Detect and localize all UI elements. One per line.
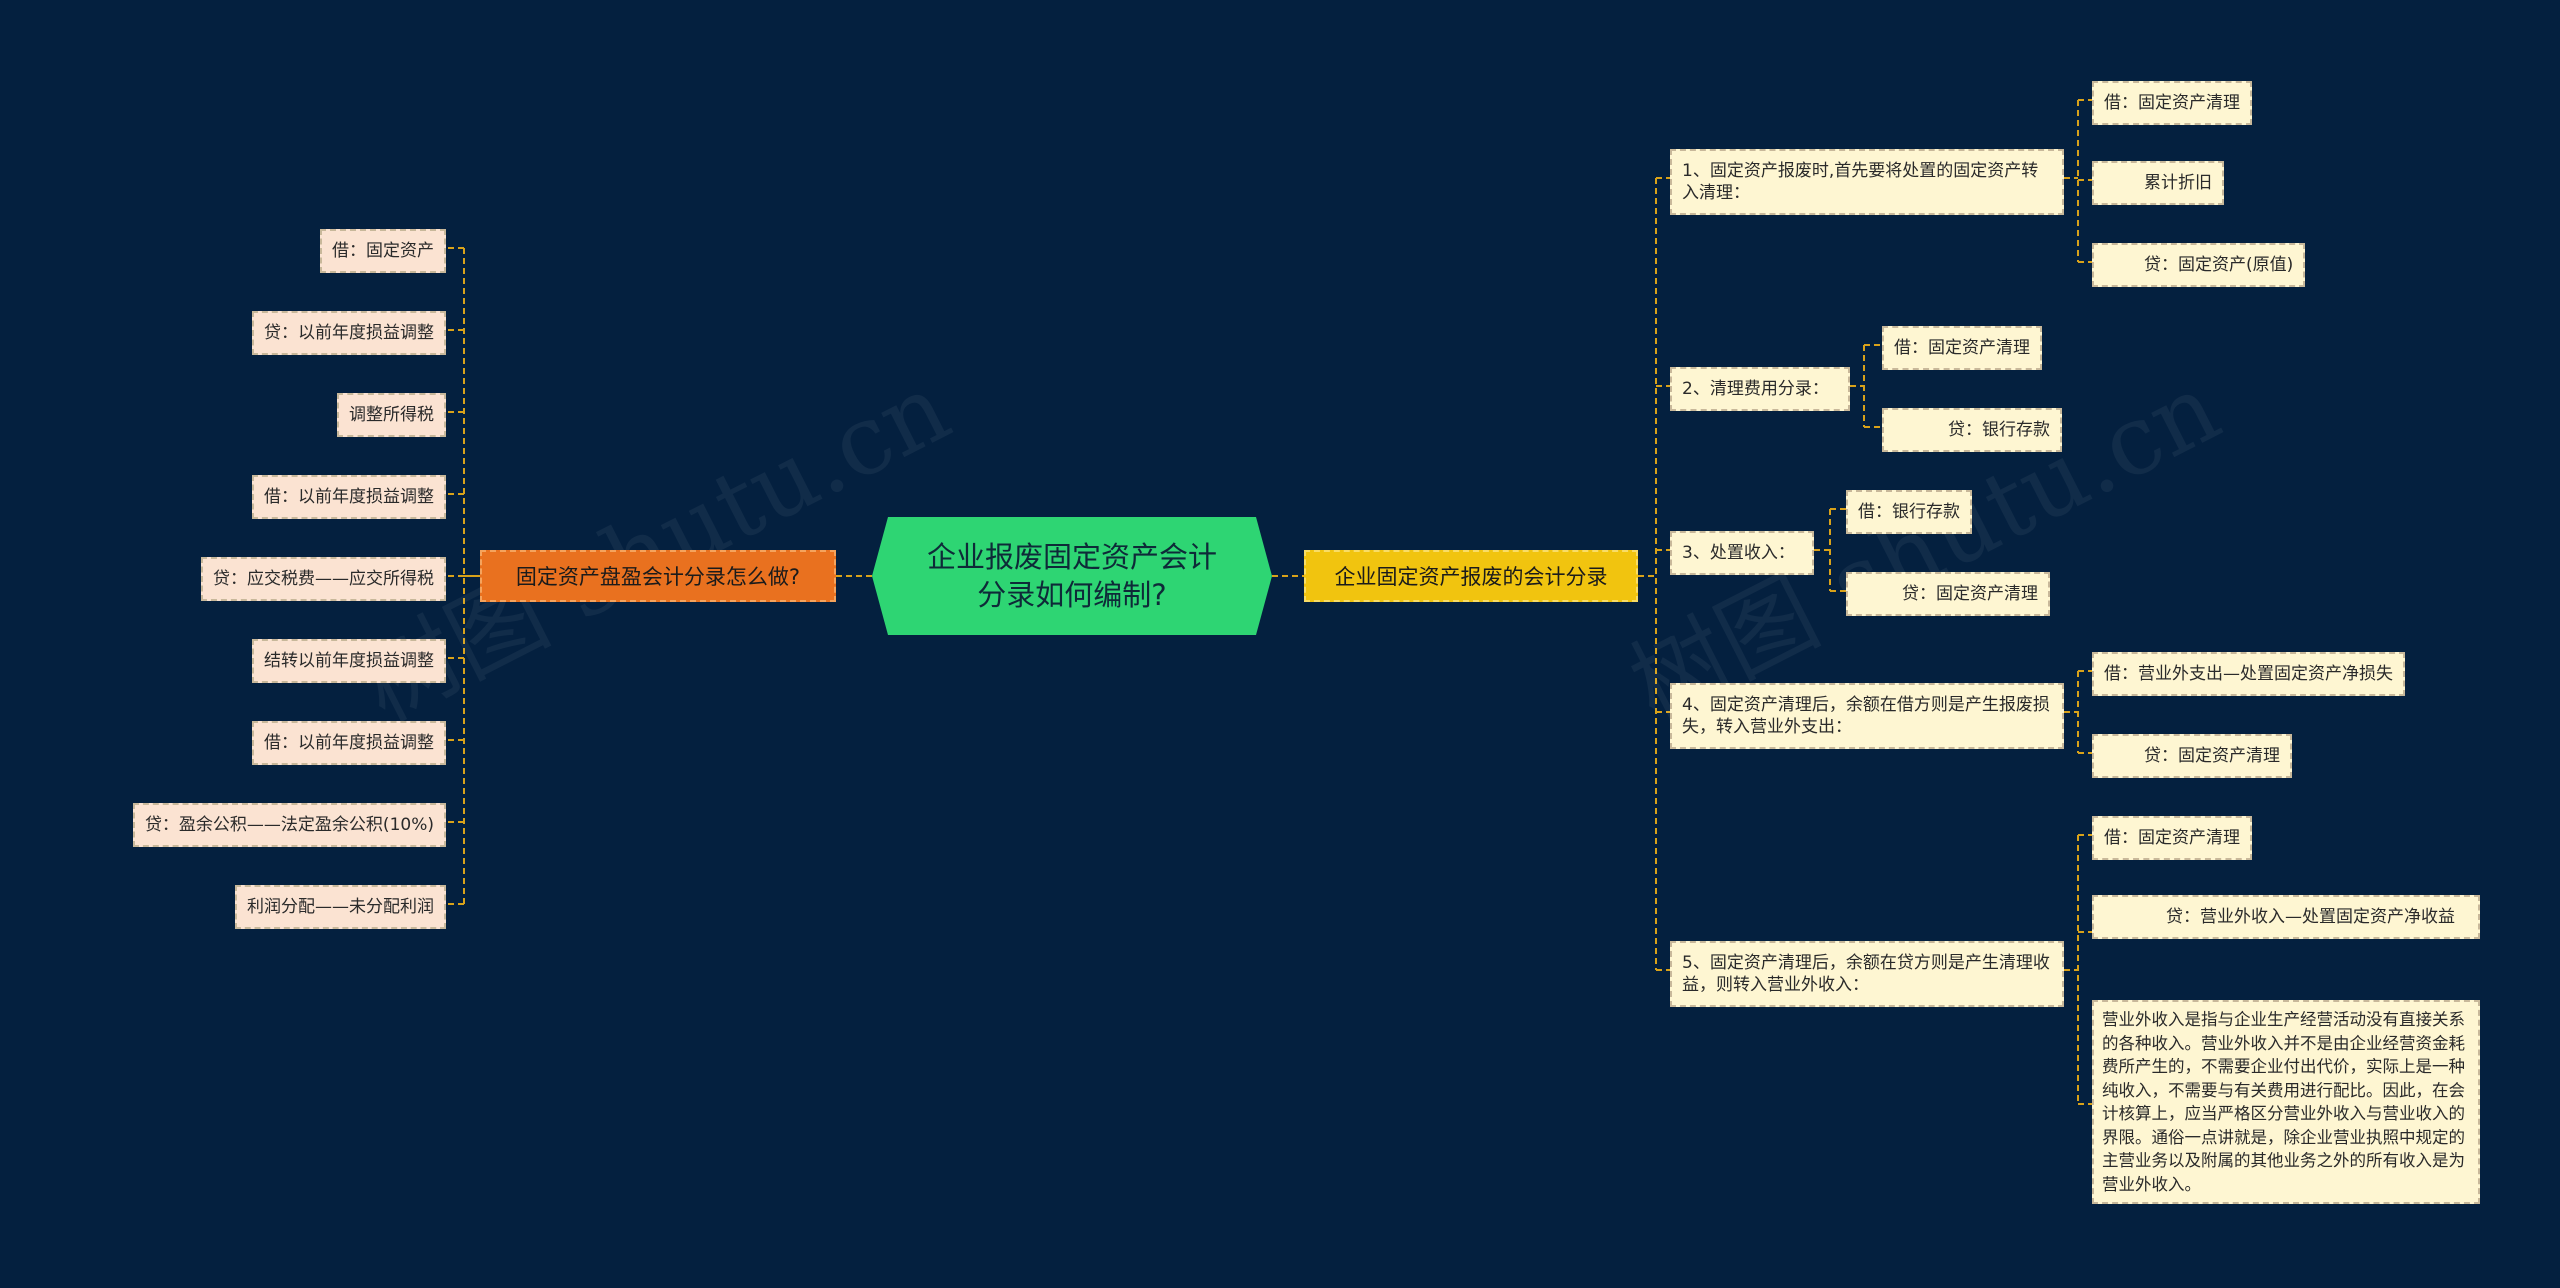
right-group-4[interactable]: 4、固定资产清理后，余额在借方则是产生报废损失，转入营业外支出： (1670, 683, 2064, 749)
connector-right-groups (1656, 177, 1670, 971)
connector-g4 (2064, 670, 2092, 754)
right-leaf-paragraph[interactable]: 营业外收入是指与企业生产经营活动没有直接关系的各种收入。营业外收入并不是由企业经… (2092, 1000, 2480, 1204)
left-leaf[interactable]: 贷：盈余公积——法定盈余公积(10%) (132, 803, 446, 847)
left-leaf[interactable]: 利润分配——未分配利润 (235, 885, 446, 929)
right-leaf[interactable]: 贷：营业外收入—处置固定资产净收益 (2092, 895, 2480, 939)
left-leaf[interactable]: 结转以前年度损益调整 (252, 639, 446, 683)
right-group-1[interactable]: 1、固定资产报废时,首先要将处置的固定资产转入清理： (1670, 149, 2064, 215)
left-leaf[interactable]: 贷：应交税费——应交所得税 (201, 557, 446, 601)
branch-left-topic[interactable]: 固定资产盘盈会计分录怎么做? (480, 550, 836, 602)
connector-left-leaves (446, 247, 480, 905)
right-leaf[interactable]: 借：固定资产清理 (1882, 326, 2042, 370)
left-leaf[interactable]: 贷：以前年度损益调整 (252, 311, 446, 355)
connector-g5 (2064, 834, 2092, 1105)
connector-g2 (1850, 344, 1882, 428)
right-leaf[interactable]: 贷：固定资产清理 (1846, 572, 2050, 616)
connector-g3 (1814, 508, 1846, 592)
right-group-5[interactable]: 5、固定资产清理后，余额在贷方则是产生清理收益，则转入营业外收入： (1670, 941, 2064, 1007)
right-leaf[interactable]: 贷：固定资产(原值) (2092, 243, 2306, 287)
root-topic[interactable]: 企业报废固定资产会计分录如何编制? (872, 517, 1272, 635)
right-leaf[interactable]: 贷：银行存款 (1882, 408, 2062, 452)
right-group-3[interactable]: 3、处置收入： (1670, 531, 1814, 575)
right-leaf[interactable]: 贷：固定资产清理 (2092, 734, 2292, 778)
left-leaf[interactable]: 借：以前年度损益调整 (252, 475, 446, 519)
branch-left-title: 固定资产盘盈会计分录怎么做? (515, 565, 801, 589)
right-leaf[interactable]: 借：银行存款 (1846, 490, 1972, 534)
branch-right-title: 企业固定资产报废的会计分录 (1334, 565, 1608, 589)
right-leaf[interactable]: 借：固定资产清理 (2092, 816, 2252, 860)
right-group-2[interactable]: 2、清理费用分录： (1670, 367, 1850, 411)
branch-right-topic[interactable]: 企业固定资产报废的会计分录 (1304, 550, 1638, 602)
right-leaf[interactable]: 累计折旧 (2092, 161, 2224, 205)
root-title: 企业报废固定资产会计分录如何编制? (926, 540, 1217, 612)
left-leaf[interactable]: 借：以前年度损益调整 (252, 721, 446, 765)
left-leaf[interactable]: 借：固定资产 (320, 229, 446, 273)
left-leaf[interactable]: 调整所得税 (337, 393, 446, 437)
right-leaf[interactable]: 借：营业外支出—处置固定资产净损失 (2092, 652, 2405, 696)
connector-g1 (2064, 99, 2092, 263)
connector-right-trunk (1638, 178, 1657, 970)
right-leaf[interactable]: 借：固定资产清理 (2092, 81, 2252, 125)
